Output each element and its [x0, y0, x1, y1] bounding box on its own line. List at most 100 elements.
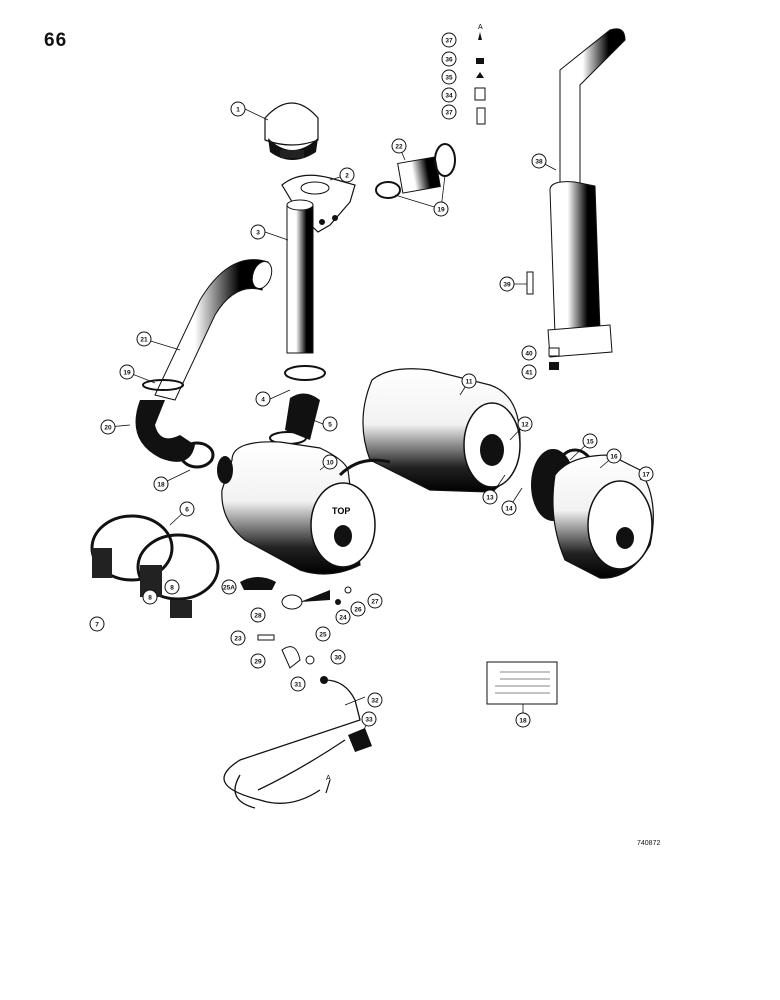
callout-label: 24	[339, 614, 347, 621]
callout-circle	[250, 607, 266, 623]
callout-10: 10	[322, 454, 338, 470]
callout-label: 12	[521, 421, 529, 428]
callout-22: 22	[391, 138, 407, 154]
callout-8b: 8	[142, 589, 158, 605]
callout-label: 8	[148, 594, 152, 601]
callout-25a: 25A	[221, 579, 237, 595]
callout-circle	[441, 32, 457, 48]
callout-label: 7	[95, 621, 99, 628]
callout-circle	[441, 104, 457, 120]
exploded-arrow	[338, 458, 391, 477]
callout-30: 30	[330, 649, 346, 665]
nut-40	[548, 347, 560, 357]
callout-38: 38	[531, 153, 547, 169]
callout-label: 14	[505, 505, 513, 512]
callout-23: 23	[230, 630, 246, 646]
callout-circle	[367, 692, 383, 708]
tube-32	[223, 679, 361, 804]
callout-label: 25	[319, 631, 327, 638]
callout-circle	[322, 454, 338, 470]
callout-circle	[482, 489, 498, 505]
decal	[486, 661, 558, 705]
callout-label: 15	[586, 438, 594, 445]
cover-17	[552, 454, 654, 579]
callout-29: 29	[250, 653, 266, 669]
callout-circle	[322, 416, 338, 432]
mounting-bands	[90, 514, 220, 618]
callout-label: 33	[365, 716, 373, 723]
clamp-19-lower	[142, 379, 184, 391]
callout-16: 16	[606, 448, 622, 464]
callout-circle	[441, 87, 457, 103]
callout-label: 37	[445, 37, 453, 44]
callout-37b: 37	[441, 104, 457, 120]
callout-circle	[330, 649, 346, 665]
callout-20: 20	[100, 419, 116, 435]
callout-label: 21	[140, 336, 148, 343]
callout-11: 11	[461, 373, 477, 389]
cover-top-text: TOP	[332, 506, 350, 516]
callout-circle	[501, 500, 517, 516]
callout-circle	[100, 419, 116, 435]
elbow-hose-5	[285, 393, 320, 440]
callout-circle	[119, 364, 135, 380]
callout-27: 27	[367, 593, 383, 609]
arrow-a-top-label: A	[478, 24, 483, 31]
callout-17: 17	[638, 466, 654, 482]
callout-label: 30	[334, 654, 342, 661]
callout-label: 23	[234, 635, 242, 642]
callout-28: 28	[250, 607, 266, 623]
callout-label: 1	[236, 106, 240, 113]
arrow-a-bottom-label: A	[326, 775, 331, 782]
callout-39: 39	[499, 276, 515, 292]
clamp-18	[179, 441, 215, 469]
callout-label: 35	[445, 74, 453, 81]
callout-25: 25	[315, 626, 331, 642]
callout-label: 28	[254, 612, 262, 619]
callout-circle	[515, 712, 531, 728]
hose-22	[397, 156, 441, 194]
callout-circle	[315, 626, 331, 642]
callout-36: 36	[441, 51, 457, 67]
callout-circle	[335, 609, 351, 625]
callout-37a: 37	[441, 32, 457, 48]
callout-14: 14	[501, 500, 517, 516]
valve-stack	[474, 32, 486, 125]
callout-34: 34	[441, 87, 457, 103]
callout-4: 4	[255, 391, 271, 407]
callout-circle	[638, 466, 654, 482]
callout-circle	[250, 224, 266, 240]
callout-5: 5	[322, 416, 338, 432]
callout-circle	[441, 69, 457, 85]
callout-label: 10	[326, 459, 334, 466]
air-cleaner-11	[362, 368, 521, 493]
callout-circle	[142, 589, 158, 605]
callout-8a: 8	[164, 579, 180, 595]
callout-3: 3	[250, 224, 266, 240]
tube-32-loop	[234, 739, 346, 809]
callout-label: 20	[104, 424, 112, 431]
callout-circle	[230, 630, 246, 646]
callout-label: 5	[328, 421, 332, 428]
callout-circle	[391, 138, 407, 154]
callout-12: 12	[517, 416, 533, 432]
indicator-parts	[240, 577, 372, 752]
nut-41	[549, 362, 559, 370]
intake-tube	[286, 199, 314, 354]
callout-circle	[582, 433, 598, 449]
callout-circle	[350, 601, 366, 617]
precleaner-cap	[264, 102, 319, 160]
callout-layer: 1234567881011121314151617181819192021222…	[89, 32, 654, 728]
callout-31: 31	[290, 676, 306, 692]
callout-label: 27	[371, 598, 379, 605]
callout-label: 39	[503, 281, 511, 288]
hose-20	[135, 400, 195, 462]
callout-circle	[517, 416, 533, 432]
adapter-plate	[281, 174, 356, 233]
callout-7: 7	[89, 616, 105, 632]
callout-label: 18	[519, 717, 527, 724]
callout-circle	[89, 616, 105, 632]
callout-circle	[250, 653, 266, 669]
callout-21: 21	[136, 331, 152, 347]
